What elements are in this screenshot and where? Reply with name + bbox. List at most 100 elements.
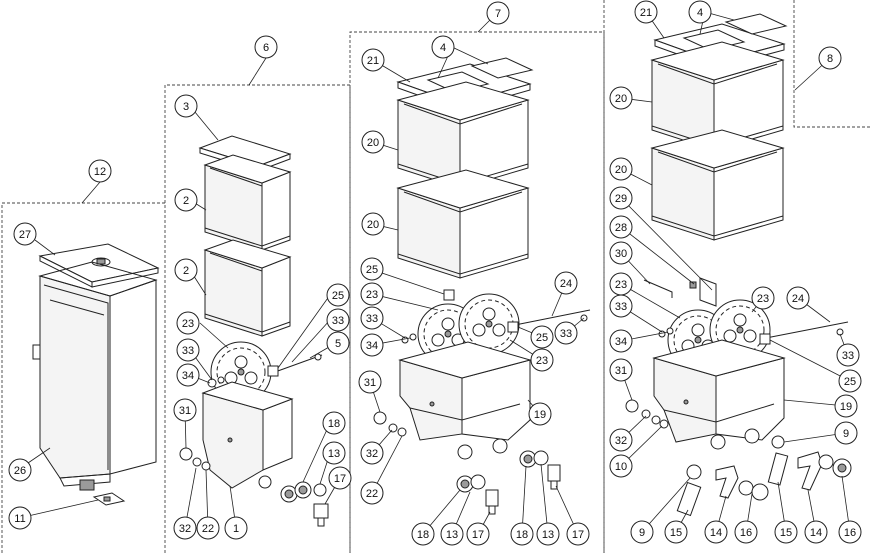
callout-13-g7-a: 13 [440, 522, 464, 546]
callout-17-g6: 17 [328, 466, 352, 490]
callout-20-g7-upper: 20 [361, 130, 385, 154]
callout-1-label: 1 [233, 523, 239, 535]
callout-23-g7-left: 23 [360, 282, 384, 306]
callout-23-g6-label: 23 [182, 318, 194, 330]
callout-13-g7-a-label: 13 [446, 529, 458, 541]
callout-20-g7-lower: 20 [361, 212, 385, 236]
callout-19-g8: 19 [834, 394, 858, 418]
callout-19-g7-label: 19 [534, 409, 546, 421]
callout-25-g7-right: 25 [530, 325, 554, 349]
callout-34-g6: 34 [176, 363, 200, 387]
callout-34-g8-label: 34 [615, 336, 627, 348]
callout-32-g6-label: 32 [179, 523, 191, 535]
callout-23-g8-left-label: 23 [615, 279, 627, 291]
callout-20-g8-lower-label: 20 [615, 164, 627, 176]
callout-33-g8-right-label: 33 [842, 350, 854, 362]
callout-32-g6: 32 [173, 516, 197, 540]
spout-assembly-left [280, 481, 329, 527]
callout-23-g7-right: 23 [530, 348, 554, 372]
callout-15-b-label: 15 [780, 527, 792, 539]
callout-25-g8: 25 [838, 369, 862, 393]
callout-20-g8-lower: 20 [609, 157, 633, 181]
callout-31-g7: 31 [358, 370, 382, 394]
callout-18-g7-b: 18 [510, 522, 534, 546]
callout-9-g8-bottom-label: 9 [639, 527, 645, 539]
callout-7: 7 [486, 1, 510, 25]
callout-33-g6-right-label: 33 [332, 315, 344, 327]
callout-30: 30 [609, 241, 633, 265]
callout-14-a-label: 14 [710, 527, 722, 539]
callout-4-g7: 4 [431, 35, 455, 59]
callout-29: 29 [609, 186, 633, 210]
callout-2-lower-label: 2 [183, 265, 189, 277]
spout-assembly-g7-b [519, 450, 561, 490]
callout-28-label: 28 [615, 222, 627, 234]
callout-16-b-label: 16 [844, 527, 856, 539]
callout-18-g7-a-label: 18 [417, 529, 429, 541]
callout-2-lower: 2 [174, 258, 198, 282]
callout-6: 6 [254, 35, 278, 59]
callout-11: 11 [8, 506, 32, 530]
callout-3: 3 [174, 94, 198, 118]
callout-5: 5 [326, 331, 350, 355]
callout-18-g7-b-label: 18 [516, 529, 528, 541]
callout-4-g8: 4 [688, 0, 712, 24]
callout-31-g6: 31 [173, 398, 197, 422]
assembly-8 [625, 13, 852, 517]
callout-17-g7-a-label: 17 [472, 529, 484, 541]
callout-13-g7-b: 13 [536, 522, 560, 546]
callout-18-g7-a: 18 [411, 522, 435, 546]
callout-16-a: 16 [734, 520, 758, 544]
gear-23-g7-right [458, 293, 520, 355]
callout-17-g7-b-label: 17 [572, 529, 584, 541]
callout-23-g7-right-label: 23 [536, 355, 548, 367]
callout-10: 10 [609, 454, 633, 478]
callout-13-g6-label: 13 [328, 448, 340, 460]
callout-15-a-label: 15 [670, 527, 682, 539]
callout-9-g8-right-label: 9 [843, 428, 849, 440]
callout-34-g6-label: 34 [182, 370, 194, 382]
callout-33-g8-right: 33 [836, 343, 860, 367]
callout-33-g7-left: 33 [360, 306, 384, 330]
callout-32-g7: 32 [360, 441, 384, 465]
callout-25-g6: 25 [326, 283, 350, 307]
callout-9-g8-bottom: 9 [630, 520, 654, 544]
callout-25-g6-label: 25 [332, 290, 344, 302]
callout-32-g8: 32 [609, 428, 633, 452]
valve-parts-g8 [676, 451, 852, 517]
callout-34-g7: 34 [360, 333, 384, 357]
callout-15-a: 15 [664, 520, 688, 544]
callout-33-g6-left: 33 [176, 338, 200, 362]
frame-group-8 [603, 0, 870, 553]
callout-32-g7-label: 32 [366, 448, 378, 460]
callout-7-label: 7 [495, 8, 501, 20]
callout-26-label: 26 [14, 465, 26, 477]
callout-22-g7: 22 [360, 481, 384, 505]
assembly-6 [179, 135, 329, 527]
callout-22-g6: 22 [196, 516, 220, 540]
callout-1: 1 [224, 516, 248, 540]
cover-4-b [470, 57, 534, 79]
callout-30-label: 30 [615, 248, 627, 260]
callout-21-g8: 21 [634, 0, 658, 24]
callout-33-g6-right: 33 [326, 308, 350, 332]
callout-33-g8-left-label: 33 [615, 301, 627, 313]
frame-group-6 [164, 84, 351, 553]
callout-4-g8-label: 4 [697, 7, 703, 19]
callout-17-g7-a: 17 [466, 522, 490, 546]
assembly-12 [32, 243, 160, 506]
callout-20-g8-upper-label: 20 [615, 93, 627, 105]
callout-24-g7: 24 [554, 271, 578, 295]
cover-4-d [724, 13, 788, 35]
callout-14-a: 14 [704, 520, 728, 544]
callout-25-g7-top-label: 25 [366, 264, 378, 276]
hopper-body-26 [39, 275, 111, 479]
callouts: 12 27 26 11 6 3 2 2 23 33 34 25 33 5 31 … [8, 0, 862, 546]
callout-9-g8-right: 9 [834, 421, 858, 445]
callout-19-g7: 19 [528, 402, 552, 426]
callout-31-g8-label: 31 [615, 365, 627, 377]
callout-33-g8-left: 33 [609, 294, 633, 318]
callout-25-g7-top: 25 [360, 257, 384, 281]
